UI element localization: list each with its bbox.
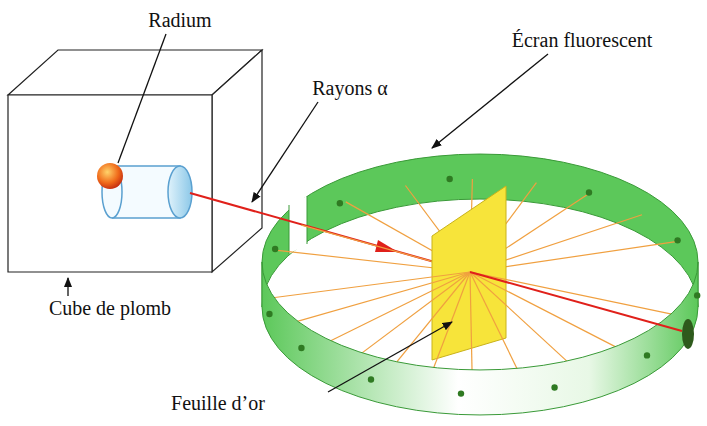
scintillation-dot [446,176,452,182]
part-label: Écran fluorescent [512,29,652,51]
impact-spot [682,319,694,349]
scintillation-dot [458,390,464,396]
scattered-ray [384,272,470,377]
part-label: Radium [148,9,211,31]
scintillation-dot [694,292,700,298]
part-label: Cube de plomb [49,297,171,319]
part-label: Rayons α [312,77,387,99]
scintillation-dot [298,345,304,351]
scintillation-dot [266,311,272,317]
lead-cube [8,50,262,272]
scintillation-dot [368,376,374,382]
scattered-ray [470,272,634,356]
scintillation-dot [272,246,278,252]
scintillation-dot [337,200,343,206]
leader-lines [68,34,548,392]
radium-source [97,163,123,189]
scattered-ray [265,272,470,299]
scintillation-dot [586,189,592,195]
alpha-beam [190,193,470,272]
part-label: Feuille d’or [171,392,265,414]
scattered-ray [282,272,470,326]
scintillation-dot [551,384,557,390]
screen-front [262,262,698,415]
scintillation-dot [674,237,680,243]
scintillation-dot [644,352,650,358]
scattered-ray [470,272,685,317]
